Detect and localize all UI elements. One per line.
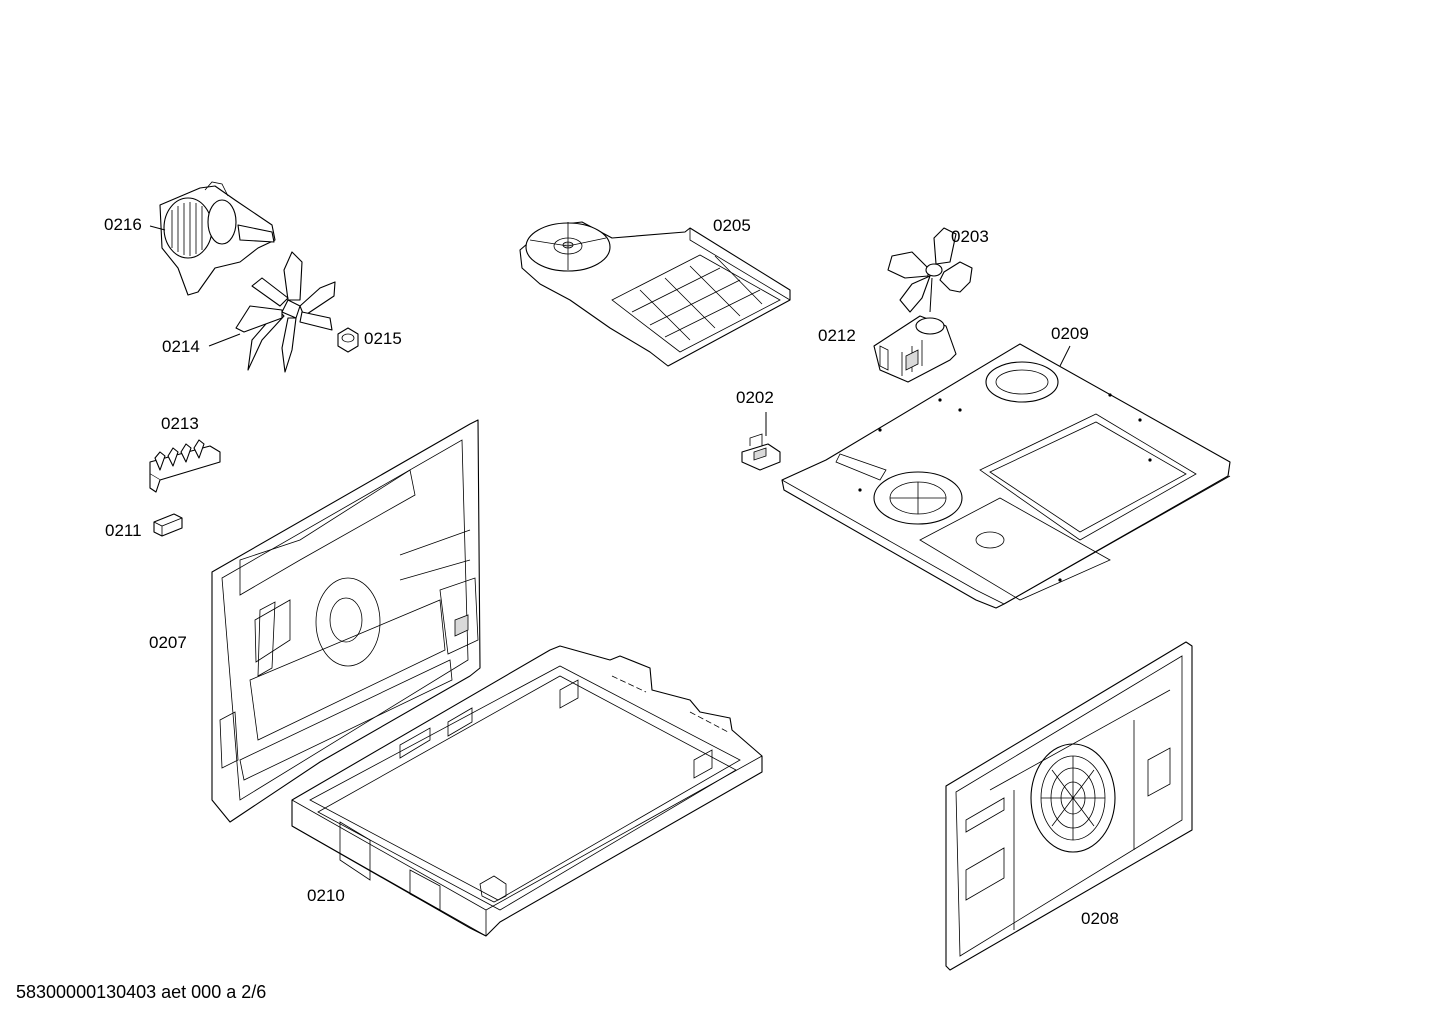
label-0209: 0209 [1051, 324, 1089, 343]
part-0209-top-plate [781, 343, 1231, 609]
label-0214: 0214 [162, 337, 200, 356]
leader-lines [149, 225, 1071, 436]
part-0205-fan-duct [519, 221, 791, 367]
label-0216: 0216 [104, 215, 142, 234]
part-0216-fan-motor [159, 181, 276, 296]
part-0203-propeller [887, 227, 973, 313]
label-0202: 0202 [736, 388, 774, 407]
label-0208: 0208 [1081, 909, 1119, 928]
part-0208-rear-cover [945, 641, 1193, 971]
part-0207-back-panel [211, 419, 481, 823]
part-0210-bottom-tray [291, 645, 763, 937]
label-0212: 0212 [818, 326, 856, 345]
label-0205: 0205 [713, 216, 751, 235]
part-0202-thermostat [741, 433, 781, 471]
label-0211: 0211 [105, 521, 142, 540]
label-0210: 0210 [307, 886, 345, 905]
label-0215: 0215 [364, 329, 402, 348]
part-0213-terminal-block [149, 439, 221, 493]
part-0214-fan-blade [235, 251, 336, 373]
part-0212-motor [873, 315, 957, 383]
part-0211-connector [153, 513, 183, 537]
part-0215-nut [337, 327, 359, 353]
label-0207: 0207 [149, 633, 187, 652]
document-code: 58300000130403 aet 000 a 2/6 [16, 982, 267, 1002]
label-0213: 0213 [161, 414, 199, 433]
label-0203: 0203 [951, 227, 989, 246]
